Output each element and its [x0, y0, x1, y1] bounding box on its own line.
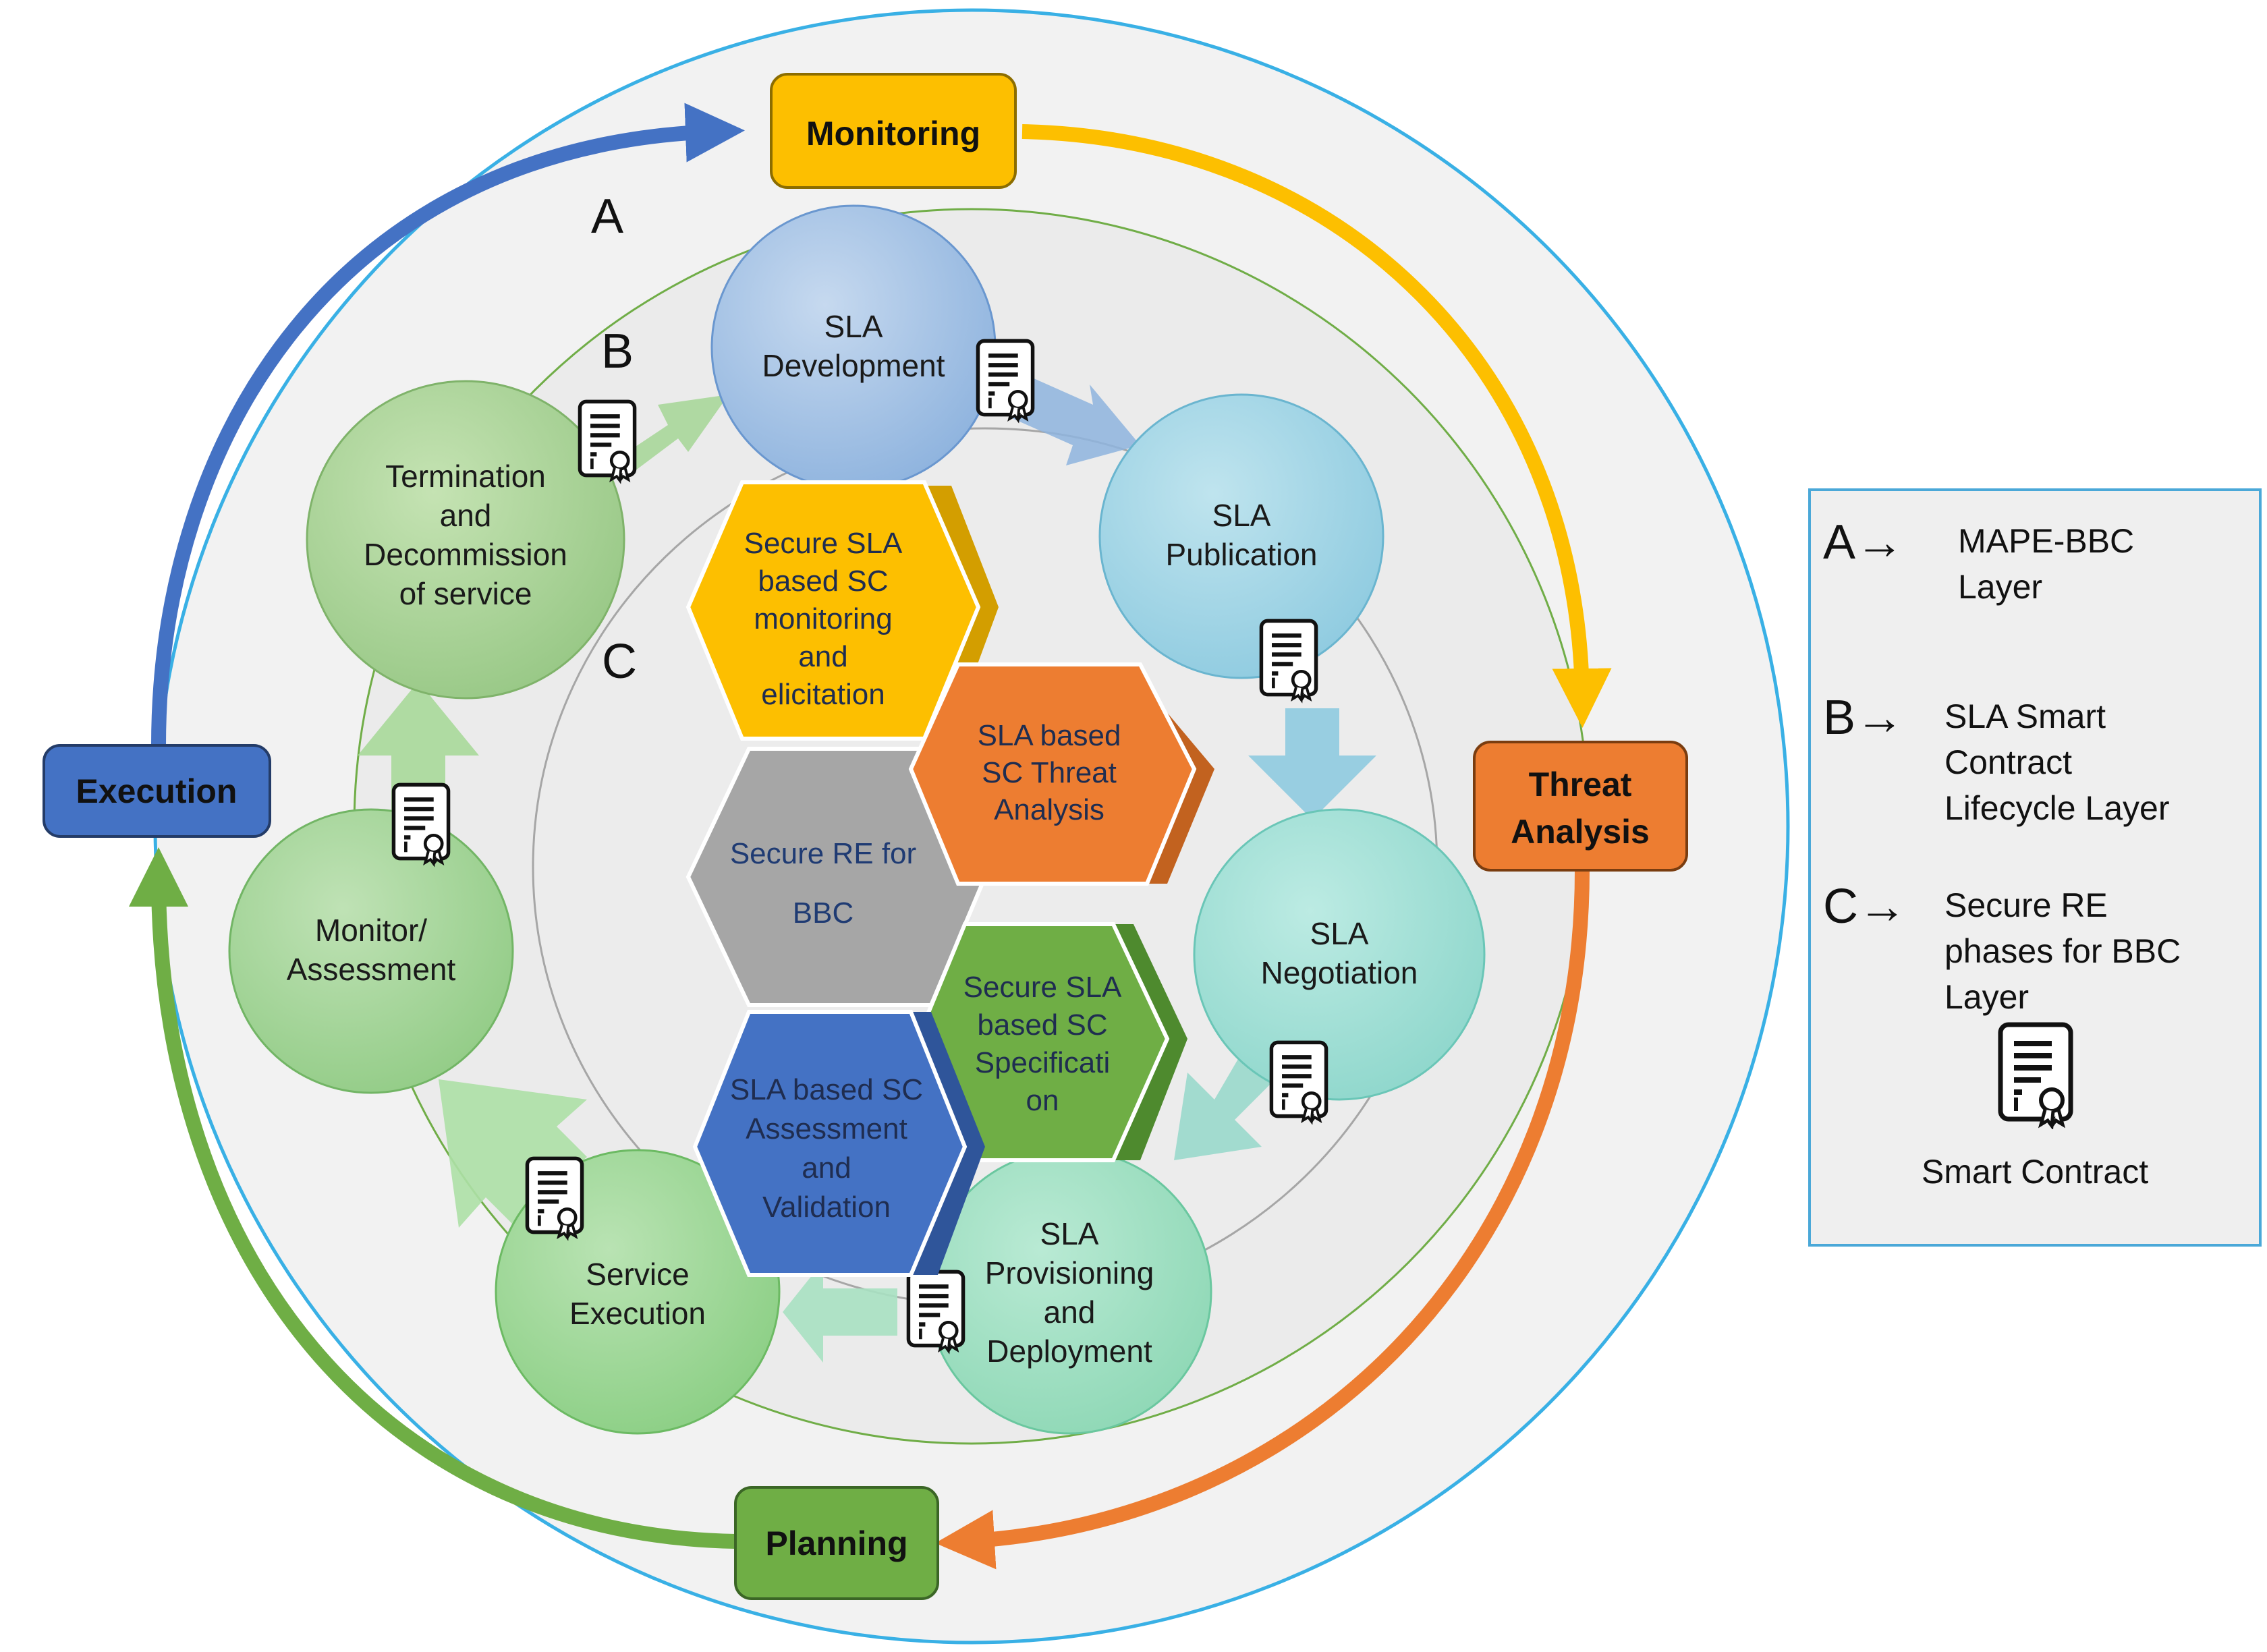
monitor-line-1: Monitor/: [315, 913, 427, 948]
termination-line-4: of service: [399, 576, 532, 611]
arrow-monitoring-to-threat: [1021, 124, 1612, 728]
legend-text-b-line-1: SLA Smart: [1944, 697, 2106, 735]
circle-sla-development[interactable]: SLA Development: [710, 204, 997, 490]
publication-line-2: Publication: [1165, 537, 1317, 572]
provisioning-line-3: and: [1044, 1294, 1096, 1330]
smart-contract-icon-provisioning: [908, 1272, 963, 1350]
legend-item-b: B→ SLA Smart Contract Lifecycle Layer: [1811, 693, 2170, 831]
hex-assessment-line-1: SLA based SC: [730, 1073, 923, 1106]
legend-text-c-line-2: phases for BBC: [1944, 932, 2181, 970]
smart-contract-icon-monitor: [393, 785, 448, 863]
negotiation-line-1: SLA: [1310, 916, 1369, 951]
legend-text-c: Secure RE phases for BBC Layer: [1944, 882, 2181, 1020]
arrow-threat-to-planning: [935, 870, 1590, 1570]
service-execution-line-2: Execution: [569, 1296, 706, 1331]
legend-key-b: B→: [1823, 691, 1905, 745]
hex-spec-line-2: based SC: [977, 1008, 1107, 1042]
hex-assessment-line-4: Validation: [762, 1191, 891, 1224]
arrow-pub-to-neg: [1248, 708, 1376, 820]
hex-threat-analysis[interactable]: SLA based SC Threat Analysis: [908, 662, 1214, 886]
circle-sla-publication[interactable]: SLA Publication: [1098, 393, 1384, 679]
layer-letter-a: A: [591, 190, 623, 244]
legend-key-c: C→: [1823, 880, 1907, 934]
hex-monitoring-line-4: and: [798, 640, 847, 673]
termination-line-3: Decommission: [364, 537, 567, 572]
arrow-execution-to-monitoring: [151, 103, 745, 746]
provisioning-line-1: SLA: [1040, 1216, 1099, 1251]
threat-label-line-1: Threat: [1529, 766, 1632, 803]
box-monitoring[interactable]: Monitoring: [770, 73, 1017, 189]
legend-text-a-line-1: MAPE-BBC: [1958, 522, 2135, 560]
termination-line-2: and: [440, 498, 492, 533]
legend-text-c-line-3: Layer: [1944, 978, 2030, 1016]
hex-assessment-line-3: and: [802, 1151, 851, 1185]
execution-label: Execution: [76, 772, 237, 810]
hex-threat-line-2: SC Threat: [982, 756, 1117, 789]
service-execution-line-1: Service: [586, 1257, 689, 1292]
negotiation-line-2: Negotiation: [1261, 955, 1418, 990]
smart-contract-icon-termination: [580, 401, 634, 480]
monitoring-label: Monitoring: [806, 115, 980, 152]
arrow-mon-to-term: [358, 681, 479, 816]
circle-sla-provisioning[interactable]: SLA Provisioning and Deployment: [926, 1149, 1212, 1435]
smart-contract-certificate-icon: [1998, 1022, 2073, 1129]
hex-spec-line-1: Secure SLA: [963, 971, 1122, 1004]
termination-line-1: Termination: [385, 459, 546, 494]
hex-assessment-line-2: Assessment: [746, 1112, 907, 1145]
legend-item-c: C→ Secure RE phases for BBC Layer: [1811, 882, 2181, 1020]
hex-spec-line-4: on: [1026, 1084, 1059, 1117]
hex-monitoring-line-3: monitoring: [754, 602, 892, 635]
development-line-1: SLA: [824, 309, 883, 344]
arrow-svc-to-mon: [439, 1079, 587, 1228]
smart-contract-icon-development: [978, 341, 1032, 420]
hex-monitoring-line-5: elicitation: [761, 678, 885, 711]
legend-text-b-line-3: Lifecycle Layer: [1944, 789, 2170, 827]
publication-line-1: SLA: [1212, 498, 1271, 533]
legend-text-b-line-2: Contract: [1944, 743, 2072, 781]
hex-center-line-1: Secure RE for: [730, 837, 916, 870]
development-line-2: Development: [762, 348, 945, 383]
hex-threat-line-1: SLA based: [978, 719, 1121, 752]
hex-spec-line-3: Specificati: [975, 1046, 1111, 1079]
threat-label-line-2: Analysis: [1511, 813, 1650, 851]
layer-letter-b: B: [601, 324, 634, 378]
legend-panel: A→ MAPE-BBC Layer B→ SLA Smart Contract …: [1808, 488, 2262, 1247]
hex-monitoring-elicitation[interactable]: Secure SLA based SC monitoring and elici…: [685, 480, 999, 741]
box-threat-analysis[interactable]: Threat Analysis: [1473, 741, 1688, 872]
hex-assessment-validation[interactable]: SLA based SC Assessment and Validation: [692, 1010, 985, 1277]
legend-smart-contract-label: Smart Contract: [1921, 1153, 2149, 1191]
legend-item-a: A→ MAPE-BBC Layer: [1811, 518, 2134, 610]
hex-specification[interactable]: Secure SLA based SC Specificati on: [915, 922, 1187, 1162]
box-planning[interactable]: Planning: [734, 1486, 939, 1600]
legend-text-c-line-1: Secure RE: [1944, 886, 2108, 924]
arrow-planning-to-execution: [129, 847, 736, 1549]
legend-text-b: SLA Smart Contract Lifecycle Layer: [1944, 693, 2170, 831]
planning-label: Planning: [765, 1525, 907, 1562]
smart-contract-icon-negotiation: [1271, 1042, 1326, 1121]
layer-letter-c: C: [602, 635, 637, 689]
legend-text-a: MAPE-BBC Layer: [1944, 518, 2134, 610]
hex-monitoring-line-1: Secure SLA: [744, 527, 903, 560]
circle-monitor-assessment[interactable]: Monitor/ Assessment: [228, 808, 514, 1094]
legend-key-a: A→: [1823, 515, 1905, 569]
monitor-line-2: Assessment: [287, 952, 456, 987]
arrow-term-to-dev: [607, 395, 729, 479]
provisioning-line-2: Provisioning: [985, 1255, 1154, 1290]
legend-text-a-line-2: Layer: [1958, 568, 2043, 606]
arrow-prov-to-svc: [783, 1261, 897, 1363]
hex-threat-line-3: Analysis: [994, 793, 1104, 826]
hex-center-line-2: BBC: [793, 896, 853, 930]
arrow-dev-to-pub: [1012, 378, 1140, 465]
circle-sla-negotiation[interactable]: SLA Negotiation: [1193, 808, 1486, 1101]
smart-contract-icon-service-execution: [527, 1158, 582, 1237]
hex-monitoring-line-2: based SC: [758, 565, 888, 598]
provisioning-line-4: Deployment: [986, 1334, 1152, 1369]
box-execution[interactable]: Execution: [43, 744, 271, 838]
smart-contract-icon-publication: [1261, 621, 1316, 700]
circle-termination[interactable]: Termination and Decommission of service: [306, 380, 625, 700]
